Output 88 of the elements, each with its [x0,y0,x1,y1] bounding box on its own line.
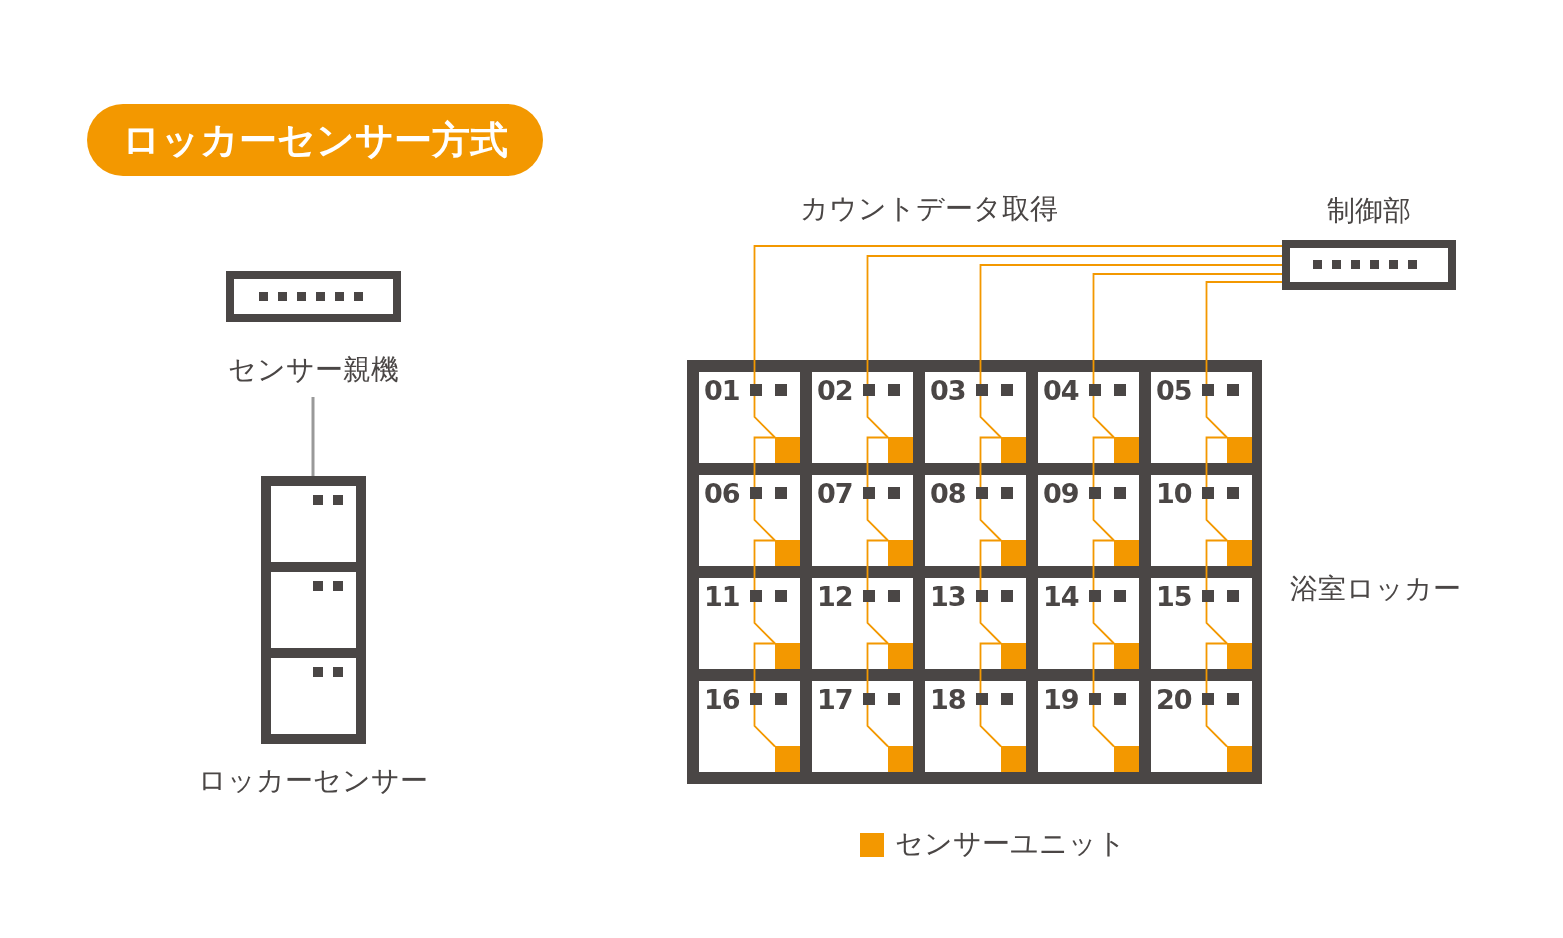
wire [1092,539,1115,645]
locker-number: 18 [930,684,966,715]
locker-door [812,372,913,463]
locker-door [699,681,800,772]
locker-door [1038,578,1139,669]
locker-door [1038,681,1139,772]
locker-number: 04 [1043,375,1079,406]
locker-door [1151,475,1252,566]
sensor-unit [1227,746,1252,772]
wire [1092,642,1115,748]
wire [979,539,1002,645]
locker-number: 12 [817,581,853,612]
wire [1092,436,1115,542]
locker-door [699,578,800,669]
locker-door [1038,475,1139,566]
locker-door [925,475,1026,566]
sensor-unit [1001,437,1026,463]
locker-number: 11 [704,581,740,612]
locker-door [699,475,800,566]
wire [866,255,1283,439]
locker-number: 07 [817,478,853,509]
sensor-unit [1114,643,1139,669]
locker-door [925,578,1026,669]
sensor-unit [1114,540,1139,566]
sensor-unit [888,643,913,669]
wire [1205,436,1228,542]
sensor-unit [1227,643,1252,669]
sensor-unit [1001,643,1026,669]
locker-number: 13 [930,581,966,612]
wire [1205,539,1228,645]
wire [979,436,1002,542]
locker-number: 10 [1156,478,1192,509]
heading-text: ロッカーセンサー方式 [121,117,509,164]
wire [1205,281,1283,439]
sensor-unit [1001,746,1026,772]
sensor-unit [1227,437,1252,463]
locker-door [812,578,913,669]
locker-door [1151,681,1252,772]
sensor-unit [1114,437,1139,463]
locker-door [699,372,800,463]
locker-number: 05 [1156,375,1192,406]
wire [753,436,776,542]
locker-door [812,681,913,772]
device-label: センサー親機 [226,352,400,388]
wiring-label: カウントデータ取得 [800,191,1058,227]
wire [753,245,1283,439]
locker-number: 06 [704,478,740,509]
wire [1092,273,1283,439]
wire [753,642,776,748]
sensor-unit [1227,540,1252,566]
wire [866,436,889,542]
sensor-unit [888,437,913,463]
sensor-unit [775,437,800,463]
sensor-unit [1114,746,1139,772]
locker-number: 03 [930,375,966,406]
locker-number: 17 [817,684,853,715]
legend-label: センサーユニット [895,826,1126,862]
connector-line [311,397,315,476]
device-label: 制御部 [1326,193,1412,229]
sensor-unit [775,540,800,566]
wire [979,642,1002,748]
locker-door [812,475,913,566]
locker-door [925,372,1026,463]
locker-number: 08 [930,478,966,509]
locker-label: 浴室ロッカー [1290,571,1461,607]
wire [866,539,889,645]
locker-number: 20 [1156,684,1192,715]
locker-number: 15 [1156,581,1192,612]
locker-number: 14 [1043,581,1079,612]
sensor-unit [888,746,913,772]
sensor-unit [1001,540,1026,566]
sensor-unit [775,643,800,669]
wire [979,264,1283,439]
locker-door [1151,372,1252,463]
locker-number: 01 [704,375,740,406]
locker-door [1038,372,1139,463]
wire [866,642,889,748]
locker-door [1151,578,1252,669]
wire [753,539,776,645]
locker-number: 09 [1043,478,1079,509]
device-label: ロッカーセンサー [197,763,429,799]
locker-number: 02 [817,375,853,406]
locker-door [925,681,1026,772]
locker-number: 19 [1043,684,1079,715]
locker-number: 16 [704,684,740,715]
sensor-unit [888,540,913,566]
sensor-unit [775,746,800,772]
wire [1205,642,1228,748]
